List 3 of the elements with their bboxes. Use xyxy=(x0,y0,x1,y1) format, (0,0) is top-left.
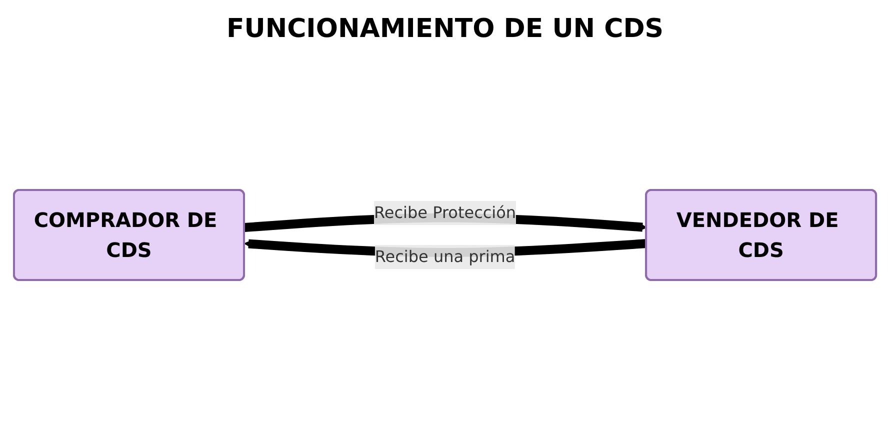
edge-label: Recibe una prima xyxy=(374,247,516,266)
diagram-title: FUNCIONAMIENTO DE UN CDS xyxy=(225,14,665,44)
edge-label: Recibe Protección xyxy=(374,203,516,222)
